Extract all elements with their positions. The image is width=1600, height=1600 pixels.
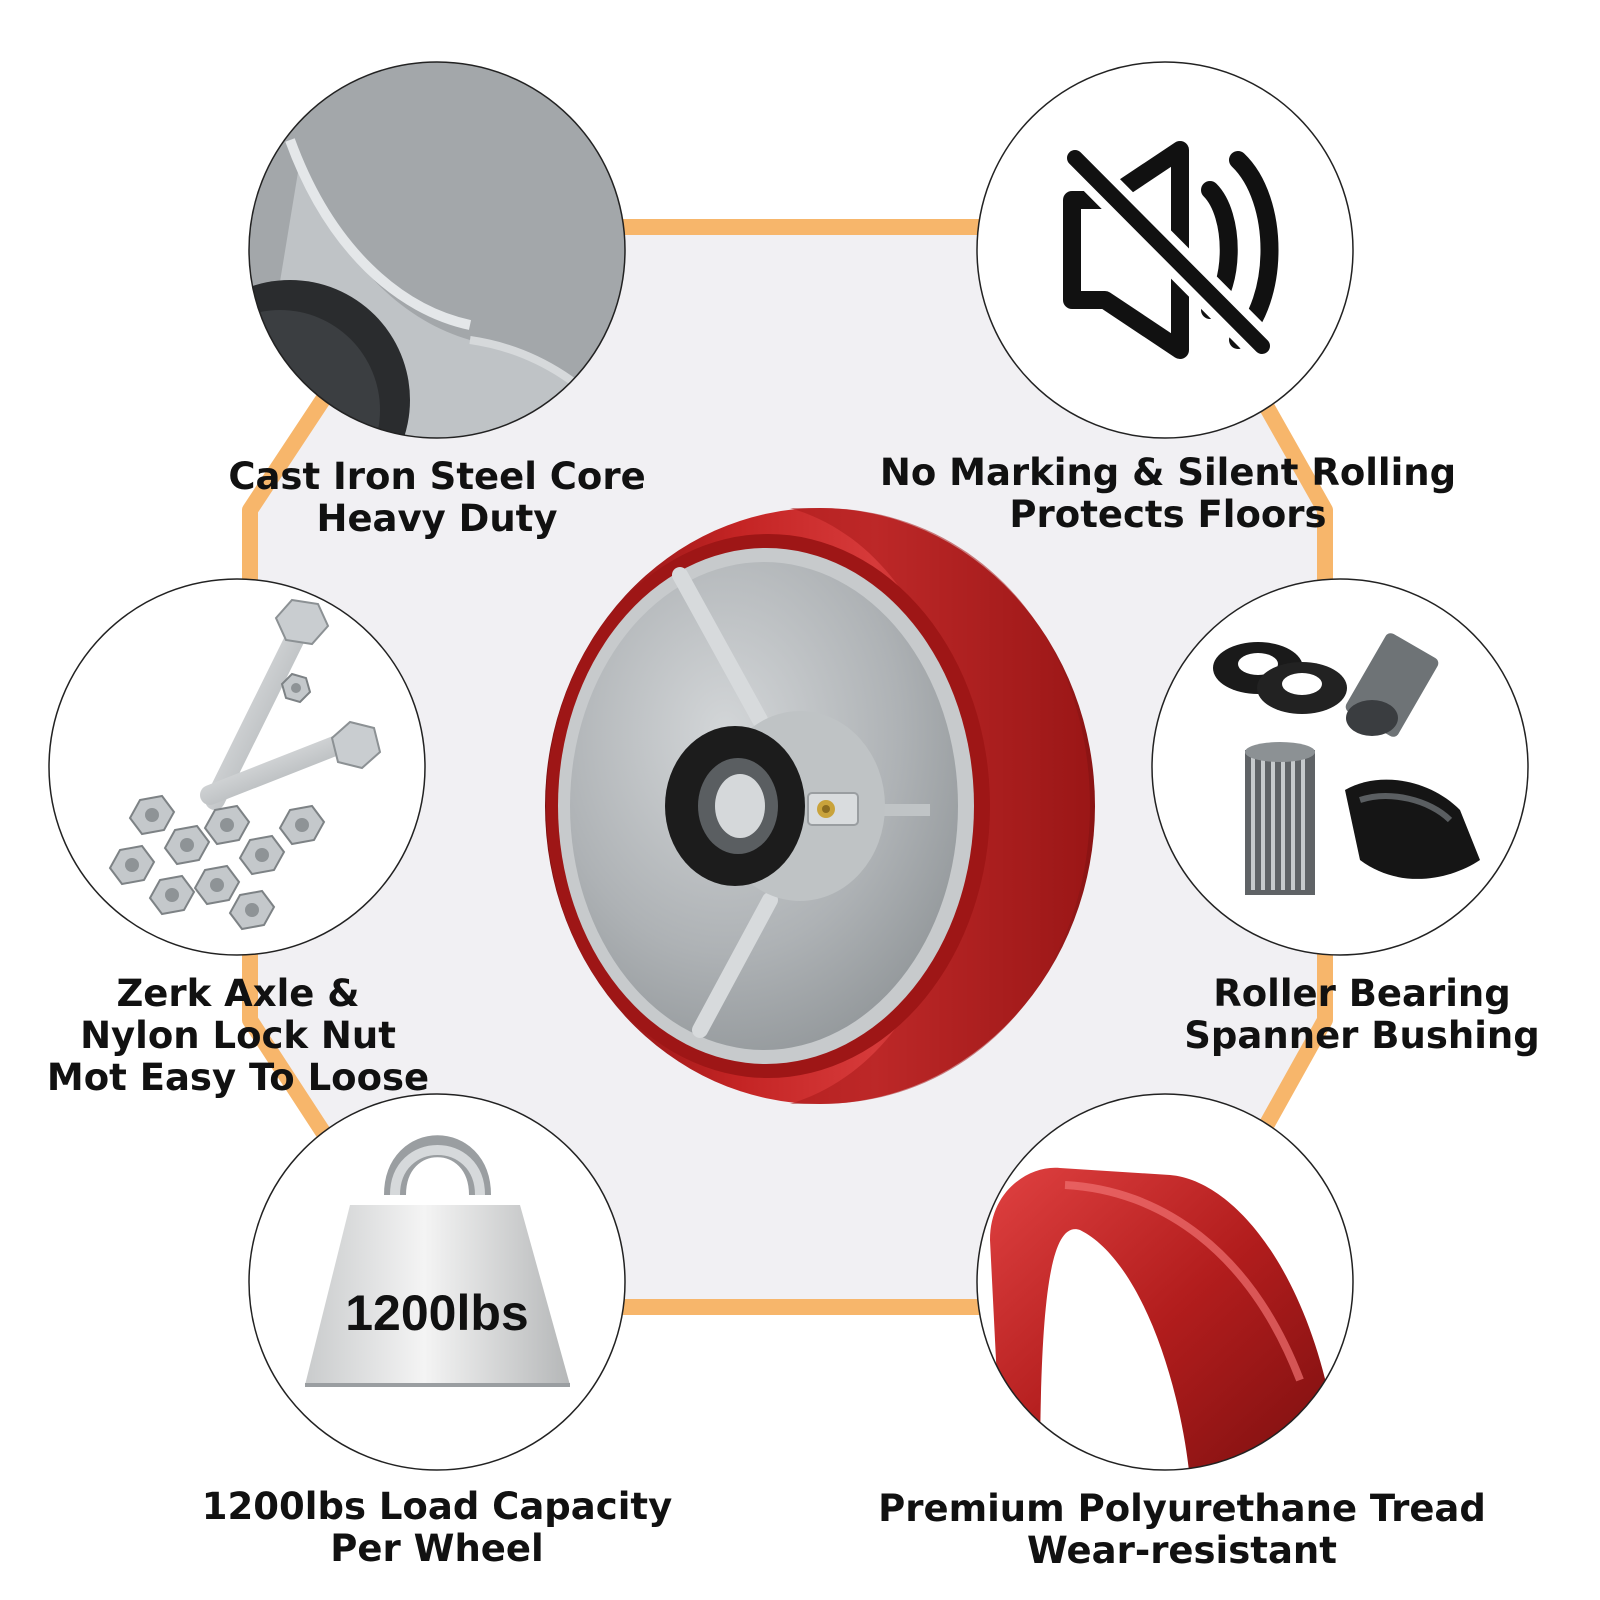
bearing-bushing-icon [1151,578,1529,956]
feature-label-tread: Premium Polyurethane Tread Wear-resistan… [878,1488,1486,1572]
feature-line: Cast Iron Steel Core [228,455,646,498]
feature-line: Roller Bearing [1213,972,1511,1015]
feature-line: Per Wheel [330,1527,544,1570]
tread-closeup-icon [976,1093,1354,1471]
feature-label-bearing: Roller Bearing Spanner Bushing [1184,973,1539,1057]
feature-line: Protects Floors [1009,493,1327,536]
feature-line: Wear-resistant [1027,1529,1337,1572]
feature-label-load: 1200lbs Load Capacity Per Wheel [202,1486,672,1570]
feature-line: Zerk Axle & [116,972,360,1015]
feature-line: Spanner Bushing [1184,1014,1540,1057]
feature-label-axle: Zerk Axle & Nylon Lock Nut Mot Easy To L… [47,973,429,1099]
weight-badge: 1200lbs [345,1285,528,1341]
feature-line: Mot Easy To Loose [46,1056,430,1099]
bolts-nuts-icon [48,578,426,956]
feature-label-silent: No Marking & Silent Rolling Protects Flo… [880,452,1456,536]
feature-line: 1200lbs Load Capacity [201,1485,673,1528]
muted-speaker-icon [976,61,1354,439]
feature-line: Premium Polyurethane Tread [878,1487,1486,1530]
feature-line: Nylon Lock Nut [80,1014,396,1057]
feature-line: Heavy Duty [316,497,558,540]
weight-icon [248,1093,626,1471]
caster-wheel-icon [545,508,1095,1104]
feature-line: No Marking & Silent Rolling [879,451,1457,494]
feature-label-core: Cast Iron Steel Core Heavy Duty [228,456,645,540]
